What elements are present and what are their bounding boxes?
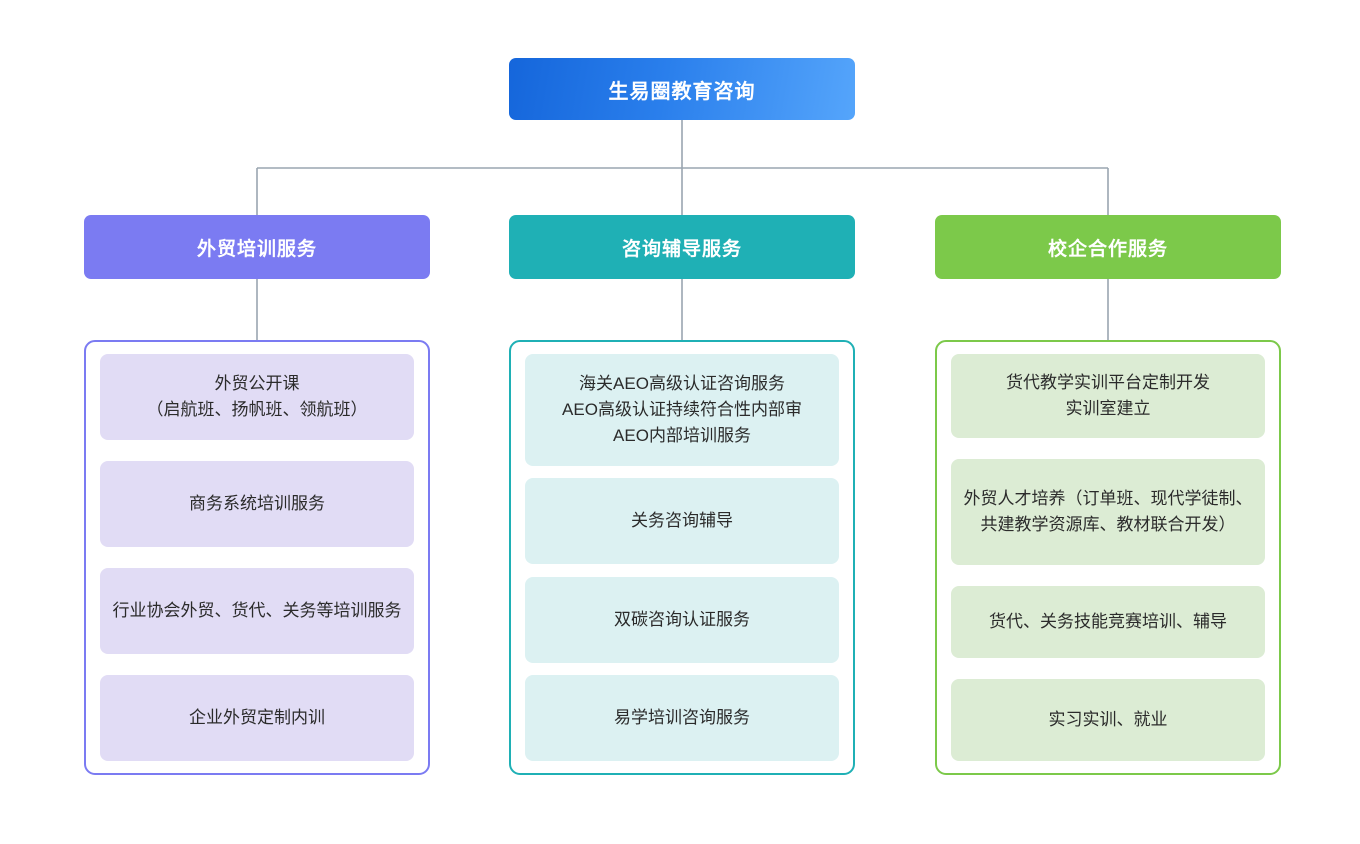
service-card[interactable]: 行业协会外贸、货代、关务等培训服务 xyxy=(100,568,414,654)
service-card[interactable]: 外贸人才培养（订单班、现代学徒制、共建教学资源库、教材联合开发） xyxy=(951,459,1265,565)
service-card[interactable]: 双碳咨询认证服务 xyxy=(525,576,839,663)
category-header-2[interactable]: 咨询辅导服务 xyxy=(509,215,855,279)
category-group-box-3: 货代教学实训平台定制开发 实训室建立 外贸人才培养（订单班、现代学徒制、共建教学… xyxy=(935,340,1281,775)
service-card[interactable]: 实习实训、就业 xyxy=(951,679,1265,761)
service-card[interactable]: 企业外贸定制内训 xyxy=(100,675,414,761)
branch-column-1: 外贸培训服务 外贸公开课 （启航班、扬帆班、领航班） 商务系统培训服务 行业协会… xyxy=(84,215,430,775)
branch-column-3: 校企合作服务 货代教学实训平台定制开发 实训室建立 外贸人才培养（订单班、现代学… xyxy=(935,215,1281,775)
service-card[interactable]: 外贸公开课 （启航班、扬帆班、领航班） xyxy=(100,354,414,440)
category-header-2-label: 咨询辅导服务 xyxy=(621,238,742,260)
service-card[interactable]: 关务咨询辅导 xyxy=(525,478,839,565)
service-card[interactable]: 货代教学实训平台定制开发 实训室建立 xyxy=(951,354,1265,438)
category-group-box-2: 海关AEO高级认证咨询服务 AEO高级认证持续符合性内部审 AEO内部培训服务 … xyxy=(509,340,855,775)
root-node[interactable]: 生易圈教育咨询 xyxy=(509,58,855,120)
service-card[interactable]: 海关AEO高级认证咨询服务 AEO高级认证持续符合性内部审 AEO内部培训服务 xyxy=(525,354,839,466)
category-header-3-label: 校企合作服务 xyxy=(1047,238,1168,260)
service-card[interactable]: 易学培训咨询服务 xyxy=(525,674,839,761)
service-card[interactable]: 商务系统培训服务 xyxy=(100,461,414,547)
branch-column-2: 咨询辅导服务 海关AEO高级认证咨询服务 AEO高级认证持续符合性内部审 AEO… xyxy=(509,215,855,775)
service-card[interactable]: 货代、关务技能竞赛培训、辅导 xyxy=(951,586,1265,658)
category-group-box-1: 外贸公开课 （启航班、扬帆班、领航班） 商务系统培训服务 行业协会外贸、货代、关… xyxy=(84,340,430,775)
category-header-1[interactable]: 外贸培训服务 xyxy=(84,215,430,279)
category-header-1-label: 外贸培训服务 xyxy=(196,238,317,260)
root-node-label: 生易圈教育咨询 xyxy=(608,80,756,103)
category-header-3[interactable]: 校企合作服务 xyxy=(935,215,1281,279)
